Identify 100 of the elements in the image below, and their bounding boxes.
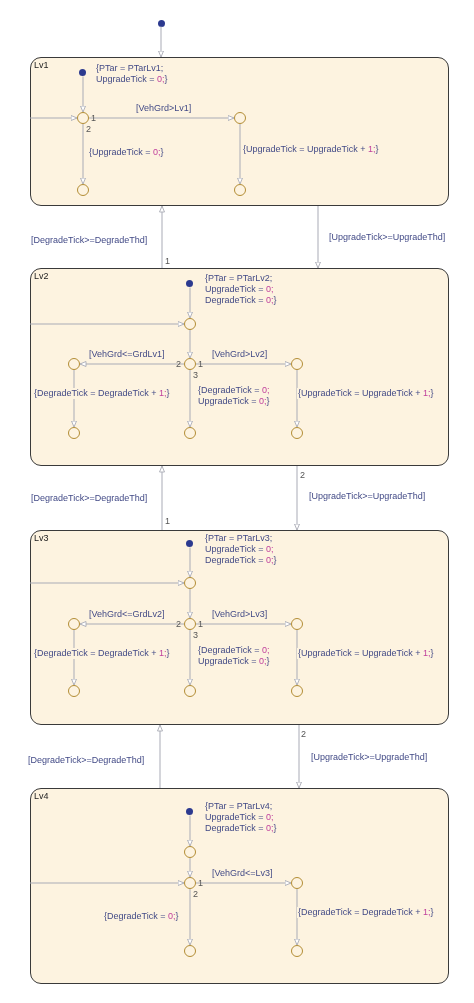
transition-arrow [187, 329, 193, 359]
transition-label: [VehGrd>Lv1] [135, 103, 193, 114]
transition-arrow [80, 123, 86, 185]
junction-circle [67, 357, 80, 370]
transition-arrow [195, 621, 292, 627]
junction-circle [183, 426, 196, 439]
junction-circle [290, 684, 303, 697]
junction-circle [290, 944, 303, 957]
transition-arrow [195, 361, 292, 367]
state-name: Lv1 [34, 60, 49, 71]
transition-arrow [159, 465, 165, 531]
junction-circle [290, 876, 303, 889]
junction-circle [290, 617, 303, 630]
junction-circle [76, 111, 89, 124]
default-transition-dot [79, 69, 86, 76]
transition-label: [UpgradeTick>=UpgradeThd] [310, 752, 429, 763]
transition-label: [UpgradeTick>=UpgradeThd] [308, 491, 427, 502]
state-box [30, 268, 449, 466]
execution-order-number: 2 [300, 470, 305, 480]
transition-arrow [29, 880, 185, 886]
execution-order-number: 1 [198, 619, 203, 629]
junction-circle [290, 357, 303, 370]
transition-label: {DegradeTick = DegradeTick + 1;} [33, 388, 171, 399]
transition-arrow [187, 629, 193, 686]
transition-arrow [296, 724, 302, 789]
junction-circle [67, 426, 80, 439]
transition-label: {DegradeTick = 0;} [103, 911, 180, 922]
default-transition-dot [186, 808, 193, 815]
junction-circle [183, 357, 196, 370]
transition-arrow [157, 724, 163, 789]
junction-circle [233, 183, 246, 196]
state-box [30, 530, 449, 725]
transition-arrow [158, 26, 164, 58]
transition-label: [VehGrd>Lv2] [211, 349, 269, 360]
transition-label: [VehGrd<=GrdLv2] [88, 609, 166, 620]
execution-order-number: 2 [176, 359, 181, 369]
default-transition-dot [186, 280, 193, 287]
transition-label: {DegradeTick = 0; UpgradeTick = 0;} [197, 645, 271, 667]
transition-label: {UpgradeTick = UpgradeTick + 1;} [297, 648, 435, 659]
transition-label: {PTar = PTarLv4; UpgradeTick = 0; DegradeTick = 0;} [204, 801, 278, 834]
execution-order-number: 1 [165, 256, 170, 266]
execution-order-number: 1 [91, 113, 96, 123]
transition-label: {PTar = PTarLv2; UpgradeTick = 0; DegradeTick = 0;} [204, 273, 278, 306]
transition-arrow [294, 369, 300, 428]
transition-arrow [187, 588, 193, 619]
transition-arrow [80, 76, 86, 113]
execution-order-number: 1 [198, 878, 203, 888]
transition-arrow [294, 465, 300, 531]
transition-label: [UpgradeTick>=UpgradeThd] [328, 232, 447, 243]
transition-arrow [29, 580, 185, 586]
junction-circle [67, 617, 80, 630]
transition-arrow [79, 361, 185, 367]
junction-circle [76, 183, 89, 196]
transition-arrow [315, 205, 321, 269]
execution-order-number: 2 [86, 124, 91, 134]
execution-order-number: 1 [198, 359, 203, 369]
transition-label: [VehGrd<=Lv3] [211, 868, 274, 879]
transition-label: [VehGrd>Lv3] [211, 609, 269, 620]
transition-label: [VehGrd<=GrdLv1] [88, 349, 166, 360]
execution-order-number: 3 [193, 630, 198, 640]
default-transition-dot [186, 540, 193, 547]
transition-arrow [29, 115, 78, 121]
transition-arrow [187, 369, 193, 428]
transition-arrow [79, 621, 185, 627]
state-box [30, 57, 449, 206]
transition-arrow [237, 123, 243, 185]
execution-order-number: 1 [165, 516, 170, 526]
transition-label: [DegradeTick>=DegradeThd] [30, 235, 149, 246]
transition-arrow [159, 205, 165, 269]
state-box [30, 788, 449, 984]
junction-circle [183, 845, 196, 858]
transition-label: {DegradeTick = 0; UpgradeTick = 0;} [197, 385, 271, 407]
transition-label: [DegradeTick>=DegradeThd] [27, 755, 146, 766]
junction-circle [183, 876, 196, 889]
execution-order-number: 2 [301, 729, 306, 739]
junction-circle [183, 617, 196, 630]
junction-circle [183, 684, 196, 697]
transition-arrow [187, 547, 193, 578]
default-transition-dot [157, 19, 165, 27]
junction-circle [233, 111, 246, 124]
transition-arrow [187, 815, 193, 847]
junction-circle [183, 317, 196, 330]
execution-order-number: 3 [193, 370, 198, 380]
transition-label: {UpgradeTick = UpgradeTick + 1;} [297, 388, 435, 399]
transition-label: {DegradeTick = DegradeTick + 1;} [33, 648, 171, 659]
transition-label: {DegradeTick = DegradeTick + 1;} [297, 907, 435, 918]
junction-circle [290, 426, 303, 439]
execution-order-number: 2 [193, 889, 198, 899]
transition-label: [DegradeTick>=DegradeThd] [30, 493, 149, 504]
transition-arrow [187, 888, 193, 946]
transition-label: {PTar = PTarLv1; UpgradeTick = 0;} [95, 63, 169, 85]
transition-arrow [29, 321, 185, 327]
transition-arrow [187, 287, 193, 319]
execution-order-number: 2 [176, 619, 181, 629]
transition-label: {UpgradeTick = 0;} [88, 147, 165, 158]
junction-circle [183, 944, 196, 957]
state-name: Lv2 [34, 271, 49, 282]
transition-label: {UpgradeTick = UpgradeTick + 1;} [242, 144, 380, 155]
state-name: Lv4 [34, 791, 49, 802]
transition-label: {PTar = PTarLv3; UpgradeTick = 0; DegradeTick = 0;} [204, 533, 278, 566]
